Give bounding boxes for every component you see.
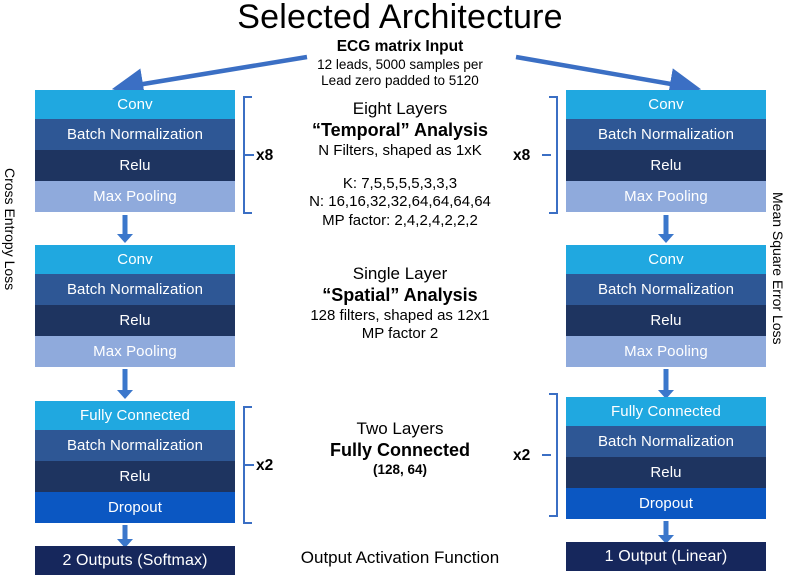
right-temporal-repeat: x8 bbox=[513, 147, 531, 164]
right-arrow-temporal-to-spatial bbox=[656, 215, 676, 243]
fc-note-line3: (128, 64) bbox=[372, 461, 428, 477]
layer-relu: Relu bbox=[566, 150, 766, 181]
layer-max-pooling: Max Pooling bbox=[566, 336, 766, 367]
fc-note-line1: Two Layers bbox=[356, 419, 444, 438]
layer-batch-norm: Batch Normalization bbox=[566, 426, 766, 457]
spatial-note-line1: Single Layer bbox=[352, 264, 448, 283]
layer-conv: Conv bbox=[35, 245, 235, 274]
layer-relu: Relu bbox=[566, 305, 766, 336]
spatial-note-line4: MP factor 2 bbox=[361, 324, 439, 342]
layer-fully-connected: Fully Connected bbox=[566, 397, 766, 426]
left-output-block: 2 Outputs (Softmax) bbox=[35, 546, 235, 575]
left-fc-repeat: x2 bbox=[256, 457, 274, 474]
fc-note-line2: Fully Connected bbox=[329, 439, 470, 460]
layer-batch-norm: Batch Normalization bbox=[35, 274, 235, 305]
right-arrow-spatial-to-fc bbox=[656, 369, 676, 399]
fc-note: Two Layers Fully Connected (128, 64) bbox=[282, 419, 518, 478]
left-temporal-repeat: x8 bbox=[256, 147, 274, 164]
layer-batch-norm: Batch Normalization bbox=[35, 430, 235, 461]
input-note-line1: 12 leads, 5000 samples per bbox=[317, 56, 483, 72]
page-title: Selected Architecture bbox=[237, 0, 563, 36]
right-temporal-brace bbox=[542, 96, 558, 214]
input-note-line2: Lead zero padded to 5120 bbox=[321, 73, 479, 89]
left-arrow-spatial-to-fc bbox=[115, 369, 135, 399]
temporal-note: Eight Layers “Temporal” Analysis N Filte… bbox=[282, 99, 518, 160]
layer-relu: Relu bbox=[35, 150, 235, 181]
right-spatial-group: Conv Batch Normalization Relu Max Poolin… bbox=[566, 245, 766, 367]
spatial-note-line2: “Spatial” Analysis bbox=[322, 284, 478, 305]
layer-relu: Relu bbox=[566, 457, 766, 488]
temporal-param-mp: MP factor: 2,4,2,4,2,2,2 bbox=[322, 211, 478, 229]
temporal-param-n: N: 16,16,32,32,64,64,64,64 bbox=[309, 193, 491, 211]
left-arrow-temporal-to-spatial bbox=[115, 215, 135, 243]
right-loss-label: Mean Square Error Loss bbox=[770, 192, 786, 345]
layer-fully-connected: Fully Connected bbox=[35, 401, 235, 430]
temporal-params: K: 7,5,5,5,5,3,3,3 N: 16,16,32,32,64,64,… bbox=[282, 175, 518, 230]
left-spatial-group: Conv Batch Normalization Relu Max Poolin… bbox=[35, 245, 235, 367]
output-activation-label: Output Activation Function bbox=[300, 548, 500, 567]
left-fc-brace bbox=[243, 406, 254, 524]
left-temporal-brace bbox=[243, 96, 254, 214]
temporal-note-line1: Eight Layers bbox=[352, 99, 448, 118]
input-arrow-left bbox=[111, 54, 308, 100]
layer-batch-norm: Batch Normalization bbox=[566, 274, 766, 305]
right-arrow-fc-to-output bbox=[656, 521, 676, 547]
layer-dropout: Dropout bbox=[35, 492, 235, 523]
left-arrow-fc-to-output bbox=[115, 525, 135, 551]
layer-max-pooling: Max Pooling bbox=[35, 181, 235, 212]
layer-max-pooling: Max Pooling bbox=[566, 181, 766, 212]
layer-batch-norm: Batch Normalization bbox=[566, 119, 766, 150]
layer-max-pooling: Max Pooling bbox=[35, 336, 235, 367]
input-arrow-right bbox=[515, 54, 702, 100]
temporal-note-line2: “Temporal” Analysis bbox=[311, 119, 489, 140]
input-note: ECG matrix Input 12 leads, 5000 samples … bbox=[300, 38, 500, 90]
right-fc-brace bbox=[542, 393, 558, 517]
spatial-note-line3: 128 filters, shaped as 12x1 bbox=[310, 306, 490, 324]
right-output-block: 1 Output (Linear) bbox=[566, 542, 766, 571]
right-temporal-group: Conv Batch Normalization Relu Max Poolin… bbox=[566, 90, 766, 212]
layer-dropout: Dropout bbox=[566, 488, 766, 519]
left-temporal-group: Conv Batch Normalization Relu Max Poolin… bbox=[35, 90, 235, 212]
spatial-note: Single Layer “Spatial” Analysis 128 filt… bbox=[282, 264, 518, 343]
layer-relu: Relu bbox=[35, 305, 235, 336]
layer-conv: Conv bbox=[566, 245, 766, 274]
layer-conv: Conv bbox=[566, 90, 766, 119]
left-loss-label: Cross Entropy Loss bbox=[2, 168, 18, 291]
left-fc-group: Fully Connected Batch Normalization Relu… bbox=[35, 401, 235, 523]
right-fc-repeat: x2 bbox=[513, 447, 531, 464]
layer-batch-norm: Batch Normalization bbox=[35, 119, 235, 150]
temporal-note-line3: N Filters, shaped as 1xK bbox=[318, 141, 482, 159]
temporal-param-k: K: 7,5,5,5,5,3,3,3 bbox=[342, 175, 458, 192]
layer-relu: Relu bbox=[35, 461, 235, 492]
layer-conv: Conv bbox=[35, 90, 235, 119]
input-note-heading: ECG matrix Input bbox=[336, 38, 464, 55]
output-activation-note: Output Activation Function bbox=[275, 548, 525, 569]
right-fc-group: Fully Connected Batch Normalization Relu… bbox=[566, 397, 766, 519]
